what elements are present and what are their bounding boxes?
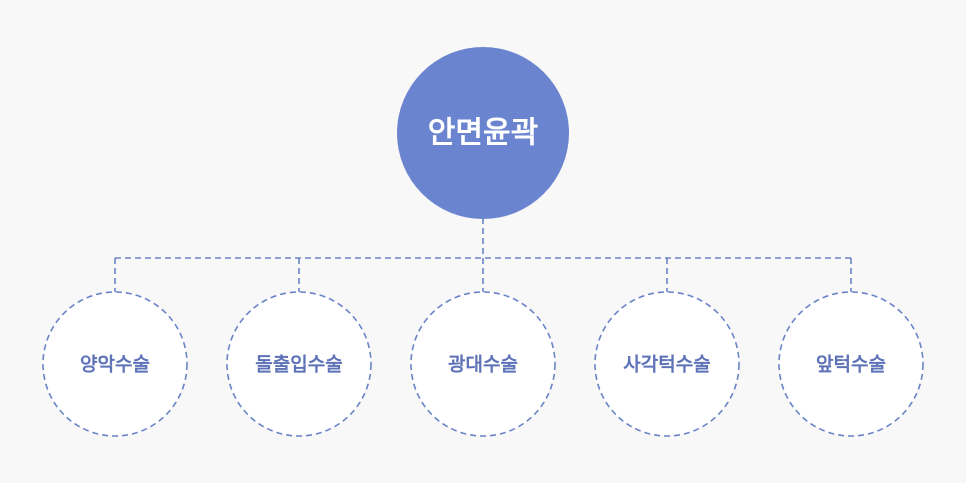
child-circle (226, 291, 372, 437)
connector-lines (114, 218, 852, 292)
child-node-3: 광대수술 (410, 291, 556, 437)
child-circle (594, 291, 740, 437)
child-label: 사각턱수술 (623, 354, 710, 376)
child-node-5: 앞턱수술 (778, 291, 924, 437)
child-node-1: 양악수술 (42, 291, 188, 437)
child-circle (778, 291, 924, 437)
child-node-2: 돌출입수술 (226, 291, 372, 437)
child-label: 돌출입수술 (255, 354, 342, 376)
child-label: 광대수술 (448, 354, 518, 376)
root-node: 안면윤곽 (397, 47, 569, 219)
child-label: 양악수술 (80, 354, 150, 376)
child-circle (410, 291, 556, 437)
child-label: 앞턱수술 (816, 354, 886, 376)
child-node-4: 사각턱수술 (594, 291, 740, 437)
root-circle (397, 47, 569, 219)
child-circle (42, 291, 188, 437)
root-label: 안면윤곽 (428, 116, 538, 151)
